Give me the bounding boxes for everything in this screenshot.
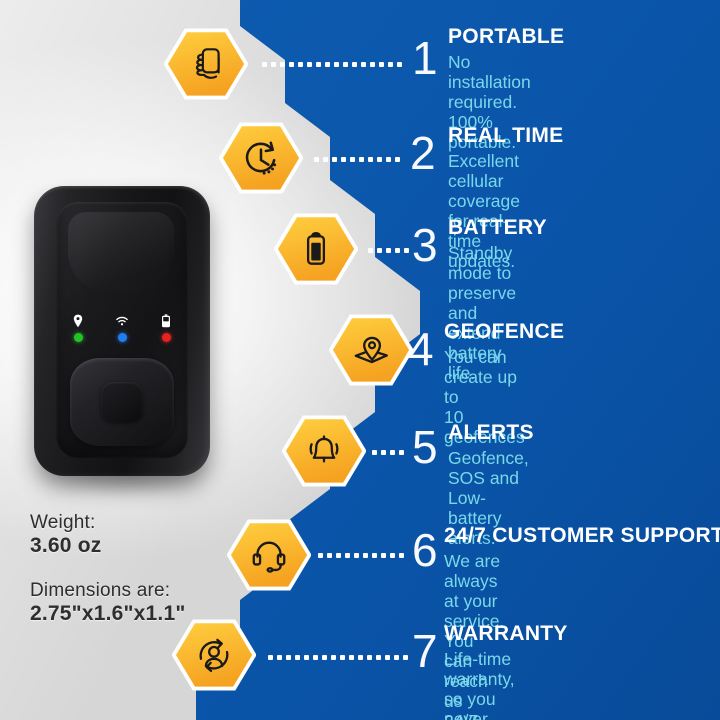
- led-indicator-gps: [72, 314, 84, 342]
- feature-title-7: WARRANTY: [444, 622, 568, 645]
- spec-dimensions: Dimensions are: 2.75"x1.6"x1.1": [30, 580, 186, 627]
- geofence-pin-icon: [354, 336, 388, 364]
- wifi-icon: [116, 316, 128, 326]
- feature-number-7: 7: [412, 625, 438, 677]
- feature-title-1: PORTABLE: [448, 25, 565, 48]
- feature-dots-7: [268, 655, 408, 660]
- feature-number-3: 3: [412, 219, 438, 271]
- feature-dots-1: [262, 62, 408, 67]
- device-body: [34, 186, 210, 476]
- hexagon-shape: [227, 519, 311, 591]
- feature-title-3: BATTERY: [448, 216, 547, 239]
- sos-button-core[interactable]: [101, 382, 143, 422]
- feature-desc-1: No installation required. 100% portable.: [448, 52, 531, 152]
- feature-dots-3: [368, 248, 410, 253]
- led-dot-red: [161, 333, 171, 342]
- location-pin-icon: [73, 314, 83, 328]
- feature-desc-5: Geofence, SOS and Low-battery alerts.: [448, 448, 529, 548]
- feature-dots-6: [318, 553, 410, 558]
- feature-title-2: REAL TIME: [448, 124, 564, 147]
- battery-icon: [306, 231, 326, 265]
- device-led-row: [72, 314, 172, 342]
- feature-desc-4: You can create up to 10 geofences: [444, 347, 525, 447]
- led-dot-blue: [117, 333, 127, 342]
- clock-arrow-icon: [245, 141, 277, 175]
- feature-title-6: 24/7 CUSTOMER SUPPORT: [444, 524, 720, 547]
- feature-dots-5: [372, 450, 410, 455]
- feature-desc-7: Life-time warranty, so you never have to…: [444, 649, 515, 720]
- feature-number-4: 4: [408, 323, 434, 375]
- feature-hex-5[interactable]: [282, 414, 366, 488]
- feature-number-1: 1: [412, 32, 438, 84]
- feature-desc-6: We are always at your service. You can r…: [444, 551, 505, 720]
- feature-hex-3[interactable]: [274, 212, 358, 286]
- feature-hex-7[interactable]: [172, 618, 256, 692]
- hexagon-shape: [282, 415, 366, 487]
- feature-hex-4[interactable]: [329, 313, 413, 387]
- led-dot-green: [73, 333, 83, 342]
- feature-desc-2: Excellent cellular coverage for real-tim…: [448, 151, 520, 271]
- hexagon-shape: [329, 314, 413, 386]
- battery-icon: [162, 314, 170, 328]
- feature-dots-2: [314, 157, 408, 162]
- feature-hex-6[interactable]: [227, 518, 311, 592]
- spec-dimensions-label: Dimensions are:: [30, 580, 171, 601]
- spec-dimensions-value: 2.75"x1.6"x1.1": [30, 602, 186, 626]
- led-indicator-battery: [160, 314, 172, 342]
- hand-holding-device-icon: [195, 48, 220, 79]
- feature-desc-3: Standby mode to preserve and extend batt…: [448, 243, 517, 383]
- feature-hex-2[interactable]: [219, 121, 303, 195]
- sos-button[interactable]: [70, 358, 174, 446]
- feature-number-5: 5: [412, 421, 438, 473]
- spec-weight-value: 3.60 oz: [30, 534, 102, 558]
- person-refresh-icon: [199, 638, 229, 673]
- gps-tracker-device: [34, 186, 210, 494]
- feature-number-6: 6: [412, 524, 438, 576]
- hexagon-shape: [172, 619, 256, 691]
- feature-title-5: ALERTS: [448, 421, 534, 444]
- ringing-bell-icon: [309, 435, 339, 463]
- feature-hex-1[interactable]: [164, 27, 248, 101]
- feature-title-4: GEOFENCE: [444, 320, 565, 343]
- hexagon-shape: [164, 28, 248, 100]
- spec-weight: Weight: 3.60 oz: [30, 512, 101, 559]
- feature-number-2: 2: [410, 127, 436, 179]
- headset-icon: [252, 541, 286, 573]
- device-gloss: [68, 212, 174, 292]
- spec-weight-label: Weight:: [30, 512, 96, 533]
- led-indicator-signal: [116, 314, 128, 342]
